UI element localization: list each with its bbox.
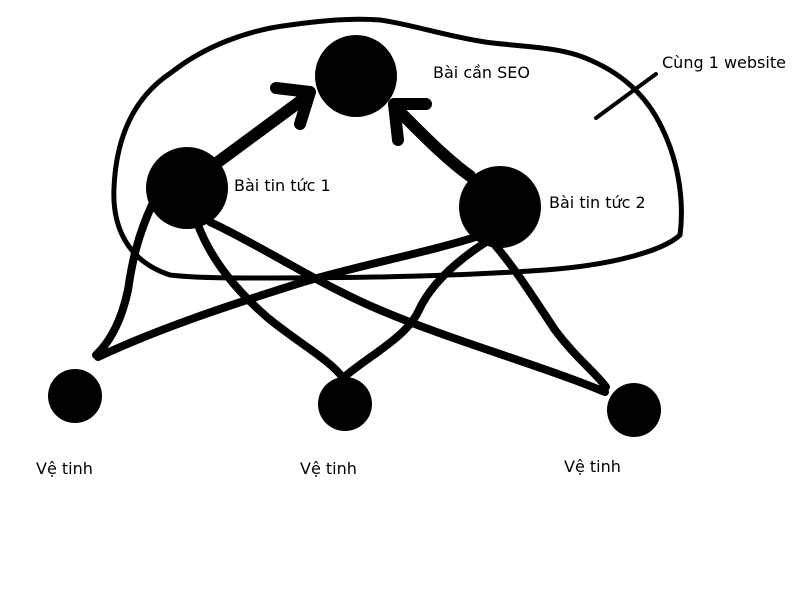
website-pointer <box>594 72 658 120</box>
label-news-article-2: Bài tin tức 2 <box>549 193 646 212</box>
node-sat-right <box>607 383 661 437</box>
arrowhead-news2-target <box>388 98 432 146</box>
label-satellite-left: Vệ tinh <box>36 459 93 478</box>
link-news1-sat-right <box>206 218 609 396</box>
link-news1-target <box>212 94 308 168</box>
link-news1-sat-left <box>92 201 156 359</box>
node-news1 <box>146 147 228 229</box>
link-news1-sat-mid <box>194 221 347 382</box>
node-news2 <box>459 166 541 248</box>
website-boundary <box>111 16 684 281</box>
label-news-article-1: Bài tin tức 1 <box>234 176 331 195</box>
node-sat-left <box>48 369 102 423</box>
link-news2-sat-left <box>94 231 486 361</box>
label-target-article: Bài cần SEO <box>433 63 530 82</box>
label-satellite-middle: Vệ tinh <box>300 459 357 478</box>
node-target <box>315 35 397 117</box>
node-sat-mid <box>318 377 372 431</box>
link-news2-target <box>392 104 476 182</box>
link-news2-sat-mid <box>339 238 490 382</box>
arrowhead-news1-target <box>270 82 316 130</box>
link-news2-sat-right <box>490 240 610 391</box>
label-same-website: Cùng 1 website <box>662 53 786 72</box>
label-satellite-right: Vệ tinh <box>564 457 621 476</box>
